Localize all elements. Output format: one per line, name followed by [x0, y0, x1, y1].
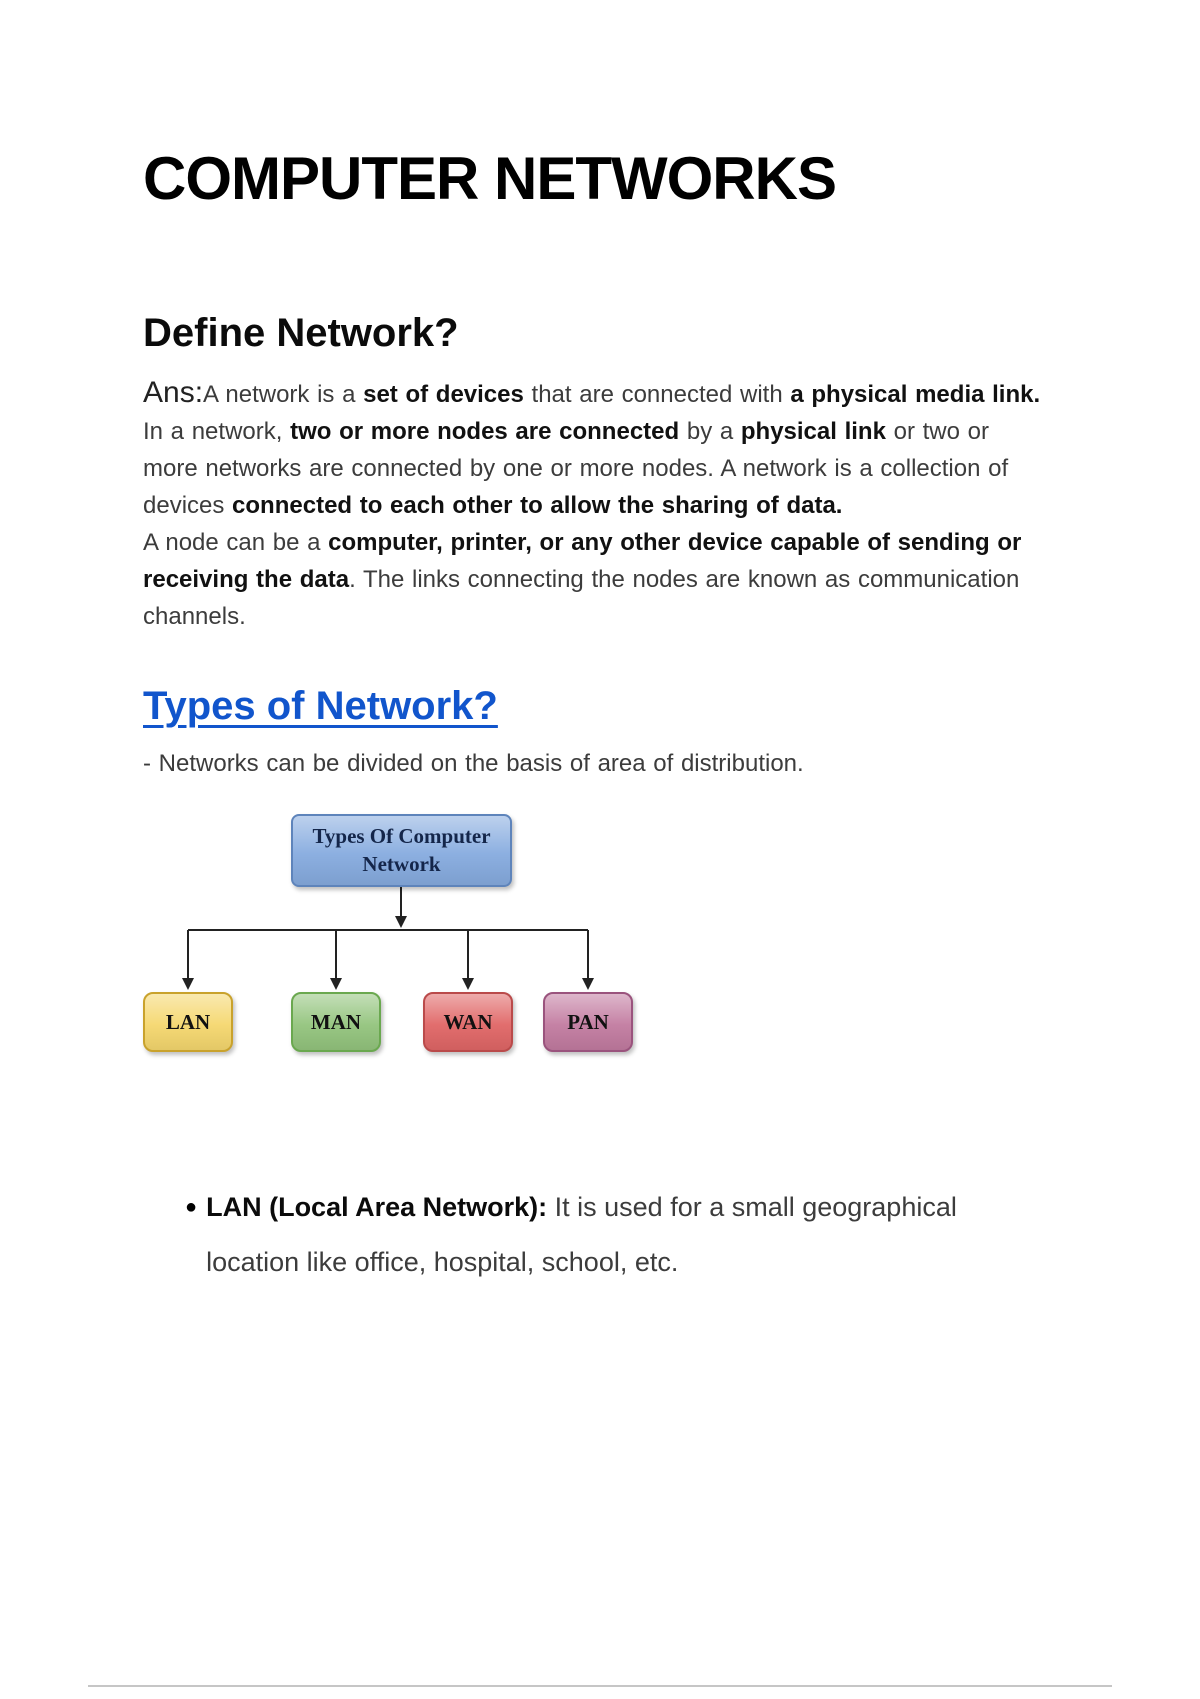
ans-label: Ans: — [143, 376, 204, 409]
lan-bullet-item: ● LAN (Local Area Network): It is used f… — [143, 1180, 1057, 1290]
diagram-node-pan-label: PAN — [567, 1009, 609, 1034]
lan-bullet-description: It is used for a small geographical loca… — [206, 1192, 957, 1277]
diagram-root-node: Types Of Computer Network — [291, 814, 512, 887]
diagram-node-lan: LAN — [143, 992, 233, 1052]
diagram-connector-arrows — [182, 887, 594, 990]
types-intro-line: - Networks can be divided on the basis o… — [143, 750, 804, 777]
node-definition-paragraph: A node can be a computer, printer, or an… — [143, 529, 1022, 630]
network-types-diagram: Types Of Computer Network LAN MAN WAN PA… — [143, 810, 1057, 1062]
bullet-icon: ● — [185, 1196, 198, 1218]
definition-paragraph: Ans:A network is a set of devices that a… — [143, 374, 1043, 524]
diagram-root-label: Types Of Computer Network — [312, 824, 491, 876]
types-of-network-link[interactable]: Types of Network? — [143, 684, 498, 728]
diagram-node-pan: PAN — [543, 992, 633, 1052]
document-page: COMPUTER NETWORKS Define Network? Ans:A … — [0, 146, 1200, 1290]
page-divider — [88, 1685, 1112, 1687]
diagram-node-wan-label: WAN — [443, 1009, 493, 1034]
lan-bullet-bold-label: LAN (Local Area Network): — [206, 1192, 548, 1222]
diagram-node-man-label: MAN — [310, 1009, 362, 1034]
diagram-node-wan: WAN — [423, 992, 513, 1052]
diagram-node-lan-label: LAN — [165, 1009, 211, 1034]
lan-bullet-text: LAN (Local Area Network): It is used for… — [206, 1180, 1011, 1290]
definition-text: A network is a set of devices that are c… — [143, 381, 1041, 519]
define-network-heading: Define Network? — [143, 311, 459, 355]
page-title: COMPUTER NETWORKS — [143, 145, 837, 212]
diagram-node-man: MAN — [291, 992, 381, 1052]
